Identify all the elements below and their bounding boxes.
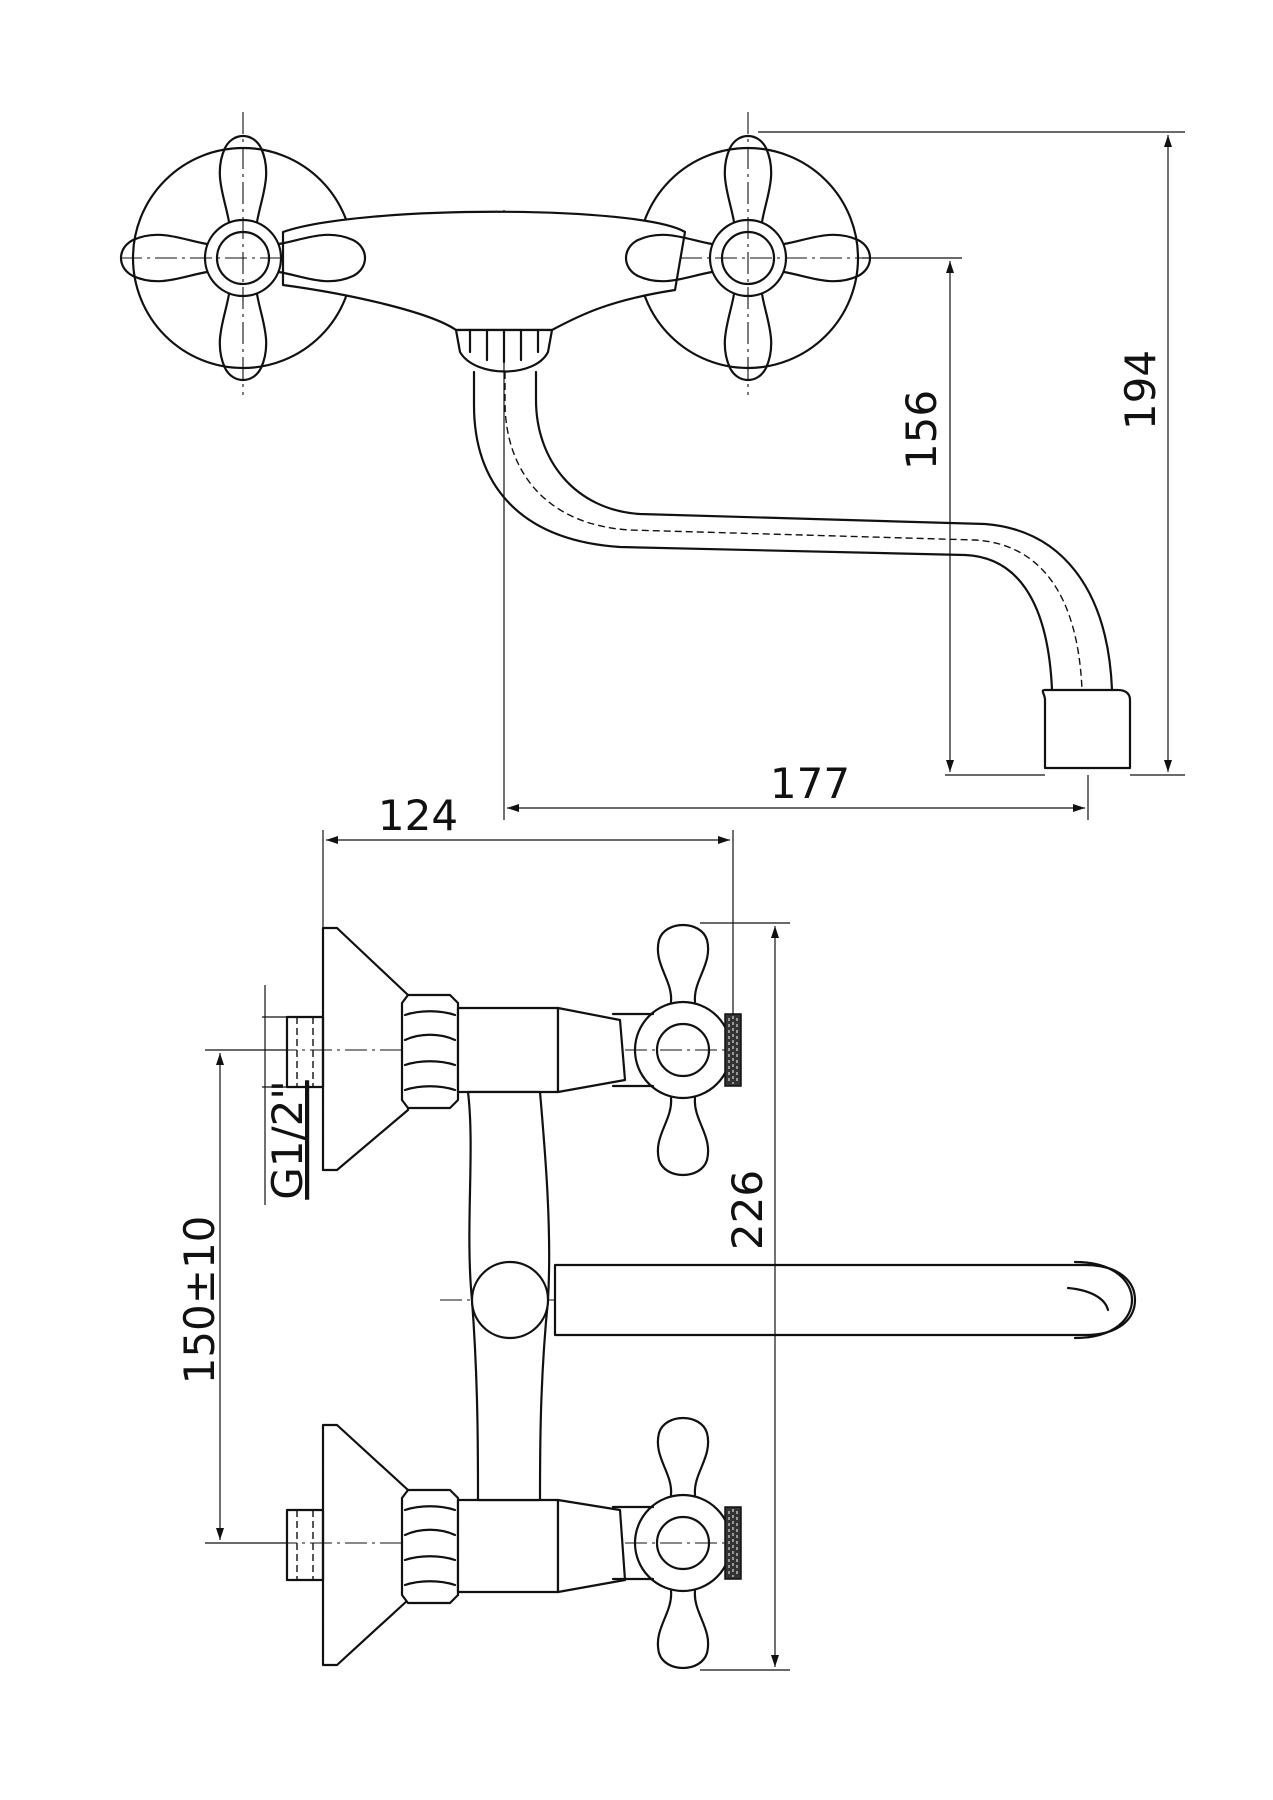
front-view: 124 G1/2": [175, 791, 1137, 1671]
upper-connector: [456, 1006, 560, 1094]
spout-front: [553, 1263, 1137, 1337]
dim-outlet-height: 156: [897, 390, 946, 470]
upper-hex-nut: [400, 993, 460, 1110]
dim-projection: 124: [378, 791, 458, 840]
lower-inlet-thread: [285, 1508, 325, 1582]
upper-inlet-thread: [285, 1015, 325, 1089]
lower-hex-nut: [400, 1488, 460, 1605]
dim-total-height: 194: [1116, 350, 1165, 430]
upper-valve-housing: [556, 1006, 627, 1094]
dim-inlet-thread: G1/2": [263, 1080, 312, 1199]
spout-bore: [504, 372, 1083, 691]
spout-outline: [472, 370, 1114, 692]
lower-wall-flange: [321, 1423, 410, 1667]
top-view: 194 156 177: [119, 112, 1185, 820]
upper-wall-flange: [321, 926, 410, 1172]
spout-swivel-boss: [470, 1260, 550, 1340]
lower-connector: [456, 1498, 560, 1594]
aerator: [1041, 688, 1132, 770]
dim-inlet-spacing: 150±10: [175, 1216, 224, 1385]
mixer-body-top: [281, 210, 687, 332]
dim-handle-span: 226: [723, 1170, 772, 1250]
dim-spout-reach: 177: [770, 759, 850, 808]
